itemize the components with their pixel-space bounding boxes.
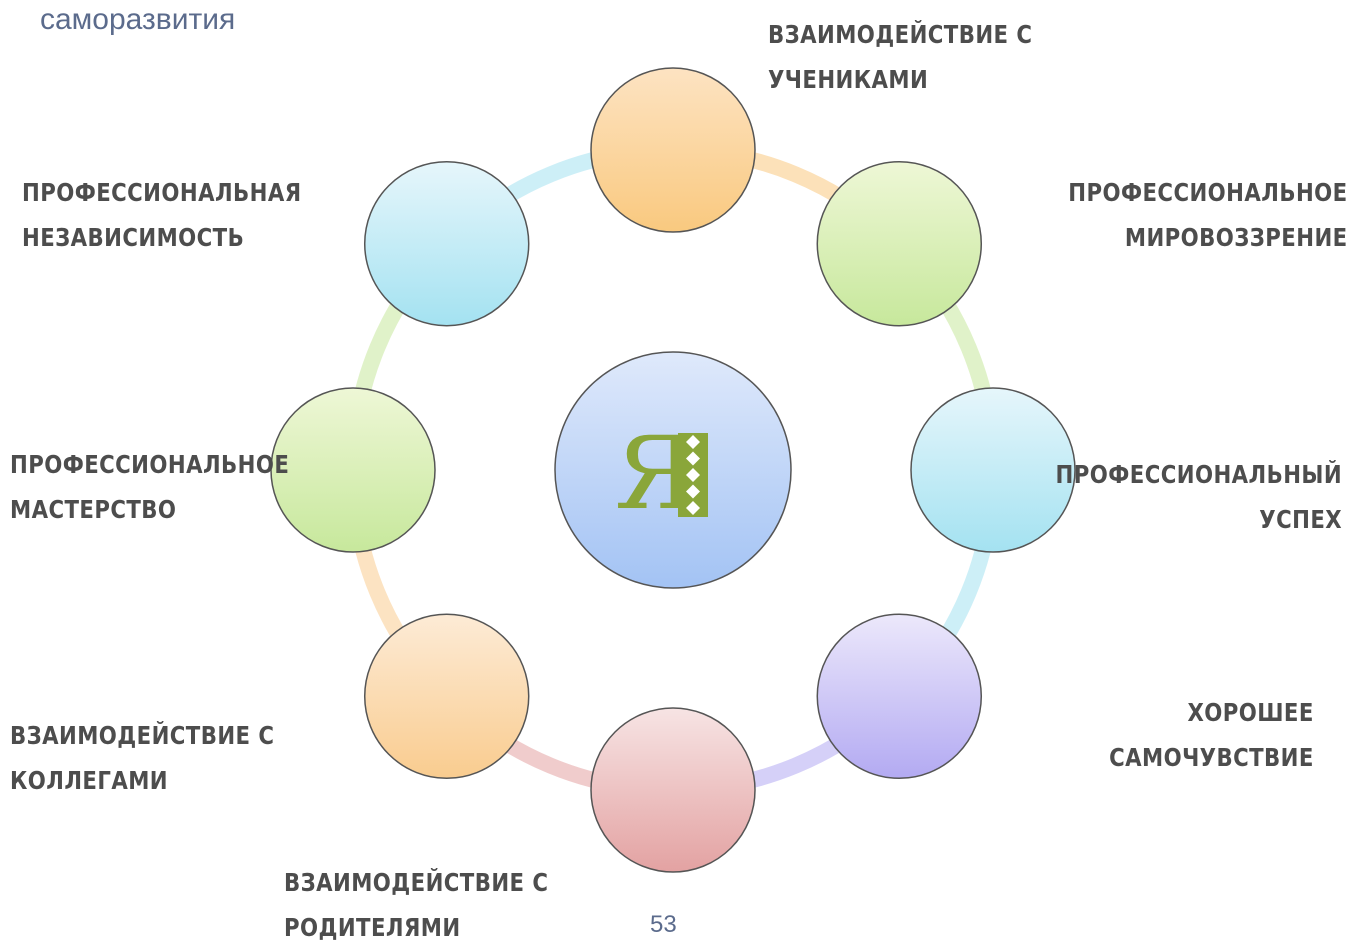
label-interaction-colleagues: Взаимодействие с коллегами (10, 713, 274, 803)
label-professional-independence: Профессиональная независимость (22, 170, 302, 260)
label-line: учениками (768, 65, 929, 94)
logo-diamond (686, 435, 700, 449)
label-line: мастерство (10, 495, 177, 524)
label-line: Взаимодействие с (284, 868, 549, 897)
label-line: Хорошее (1187, 698, 1314, 727)
node-circle (816, 613, 983, 780)
label-wellbeing: Хорошее самочувствие (1109, 690, 1314, 780)
label-line: Взаимодействие с (768, 20, 1033, 49)
logo-diamond (686, 451, 700, 466)
label-line: мировоззрение (1125, 223, 1348, 252)
page-number: 53 (650, 911, 677, 938)
logo-diamond (686, 501, 700, 515)
label-line: Профессиональный (1055, 460, 1342, 489)
node-circle (270, 387, 436, 553)
logo-ya-icon: Я (615, 415, 708, 532)
label-line: независимость (22, 223, 245, 252)
logo-diamond (686, 484, 700, 499)
label-line: самочувствие (1109, 743, 1314, 772)
outer-circles (270, 67, 1076, 873)
node-circle (363, 613, 530, 780)
label-line: коллегами (10, 766, 168, 795)
node-circle (363, 160, 530, 327)
center-circle: Я (554, 351, 792, 589)
label-professional-mastery: Профессиональное мастерство (10, 442, 289, 532)
label-line: Профессиональное (10, 450, 290, 479)
label-professional-worldview: Профессиональное мировоззрение (1069, 170, 1348, 260)
label-line: Профессиональное (1068, 178, 1348, 207)
label-interaction-students: Взаимодействие с учениками (768, 12, 1032, 102)
label-interaction-parents: Взаимодействие с родителями (284, 860, 548, 950)
label-line: Профессиональная (22, 178, 302, 207)
node-circle (910, 387, 1076, 553)
slide-subtitle: саморазвития (40, 3, 236, 36)
label-professional-success: Профессиональный успех (1055, 452, 1342, 542)
label-line: успех (1259, 505, 1342, 534)
node-circle (590, 67, 756, 233)
center-circle-shape (554, 351, 792, 589)
label-line: Взаимодействие с (10, 721, 275, 750)
logo-diamond (686, 468, 700, 482)
label-line: родителями (284, 913, 461, 942)
node-circle (816, 160, 983, 327)
node-circle (590, 707, 756, 873)
